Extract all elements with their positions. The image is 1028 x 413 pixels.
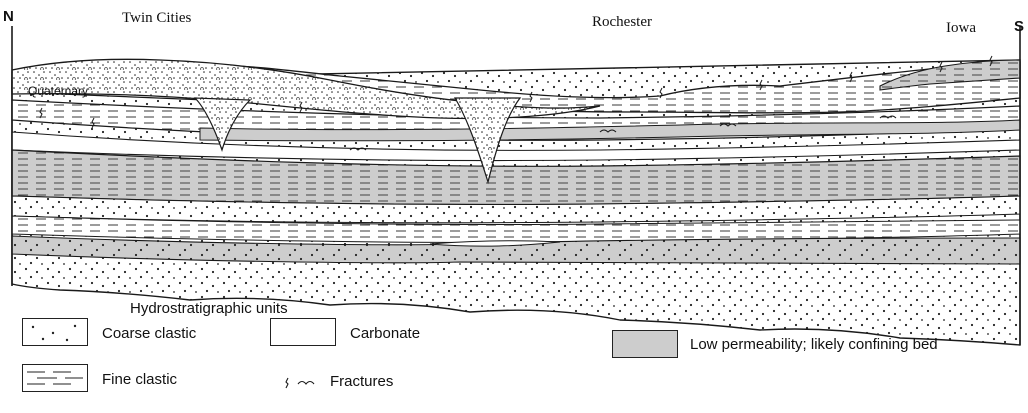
fractures-label: Fractures [330,373,393,390]
north-label: N [3,8,14,25]
carbonate-swatch [270,318,336,346]
low-permeability-swatch [612,330,678,358]
carbonate-label: Carbonate [350,325,420,342]
fine-clastic-label: Fine clastic [102,371,177,388]
south-label: S [1014,18,1024,35]
fine-clastic-swatch [22,364,88,392]
quaternary-label: Quaternary [28,84,88,98]
low-permeability-label: Low permeability; likely confining bed [690,336,938,353]
place-twin-cities: Twin Cities [122,10,191,27]
place-iowa: Iowa [946,20,976,37]
fractures-icon [282,374,322,390]
place-rochester: Rochester [592,14,652,31]
legend-title: Hydrostratigraphic units [130,300,288,317]
coarse-clastic-swatch [22,318,88,346]
coarse-clastic-label: Coarse clastic [102,325,196,342]
